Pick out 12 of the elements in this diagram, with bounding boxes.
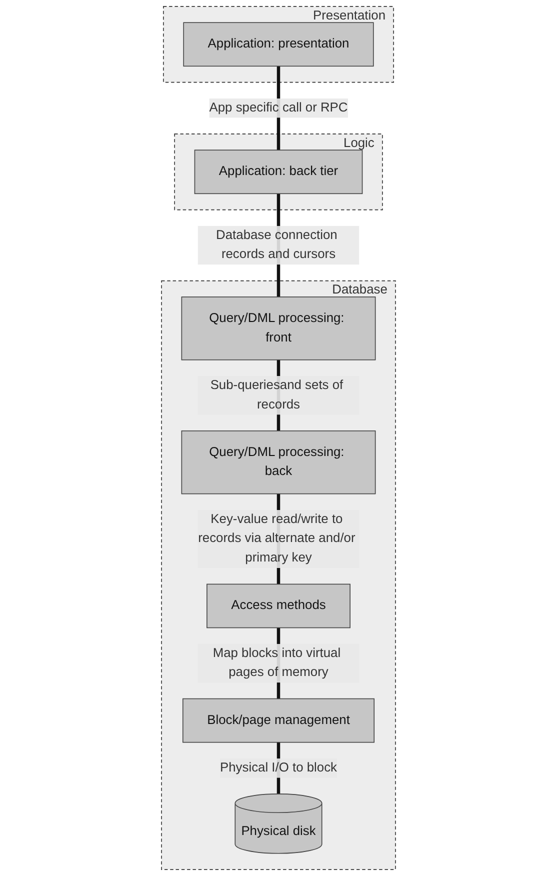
edge-label: Map blocks into virtual pages of memory: [212, 646, 341, 680]
node-box: Query/DML processing: front: [181, 296, 376, 360]
node-box: Application: back tier: [194, 150, 363, 194]
edge-label: Database connection records and cursors: [216, 228, 338, 262]
edge-label: Physical I/O to block: [220, 760, 337, 775]
node-box: Access methods: [206, 584, 350, 628]
edge-label: Sub-queriesand sets of records: [210, 378, 344, 412]
node-box: Block/page management: [182, 698, 375, 743]
edge-label: Key-value read/write to records via alternate and/or primary key: [198, 512, 356, 565]
node-box: Application: presentation: [183, 22, 374, 67]
edge-label: App specific call or RPC: [209, 100, 348, 115]
node-box: Query/DML processing: back: [181, 430, 376, 494]
